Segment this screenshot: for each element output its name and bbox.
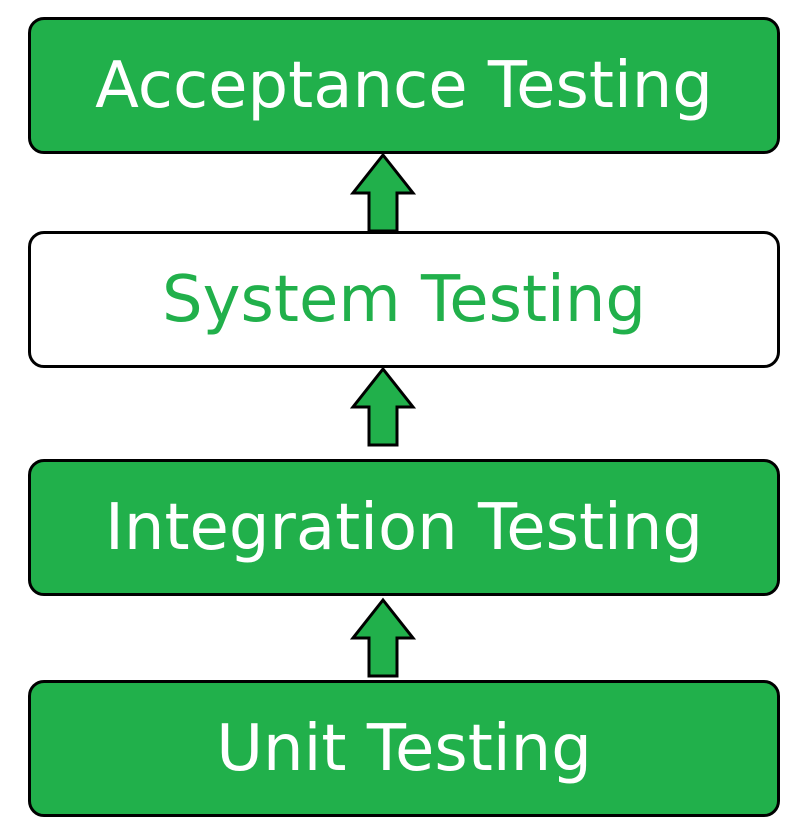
system-testing-box: System Testing: [28, 231, 780, 368]
unit-testing-label: Unit Testing: [216, 711, 592, 786]
acceptance-testing-box: Acceptance Testing: [28, 17, 780, 154]
system-testing-label: System Testing: [162, 262, 646, 337]
up-arrow-icon: [349, 597, 417, 678]
up-arrow-icon: [349, 152, 417, 233]
acceptance-testing-label: Acceptance Testing: [95, 48, 713, 123]
integration-testing-label: Integration Testing: [105, 490, 703, 565]
unit-testing-box: Unit Testing: [28, 680, 780, 817]
up-arrow-icon: [349, 366, 417, 447]
integration-testing-box: Integration Testing: [28, 459, 780, 596]
